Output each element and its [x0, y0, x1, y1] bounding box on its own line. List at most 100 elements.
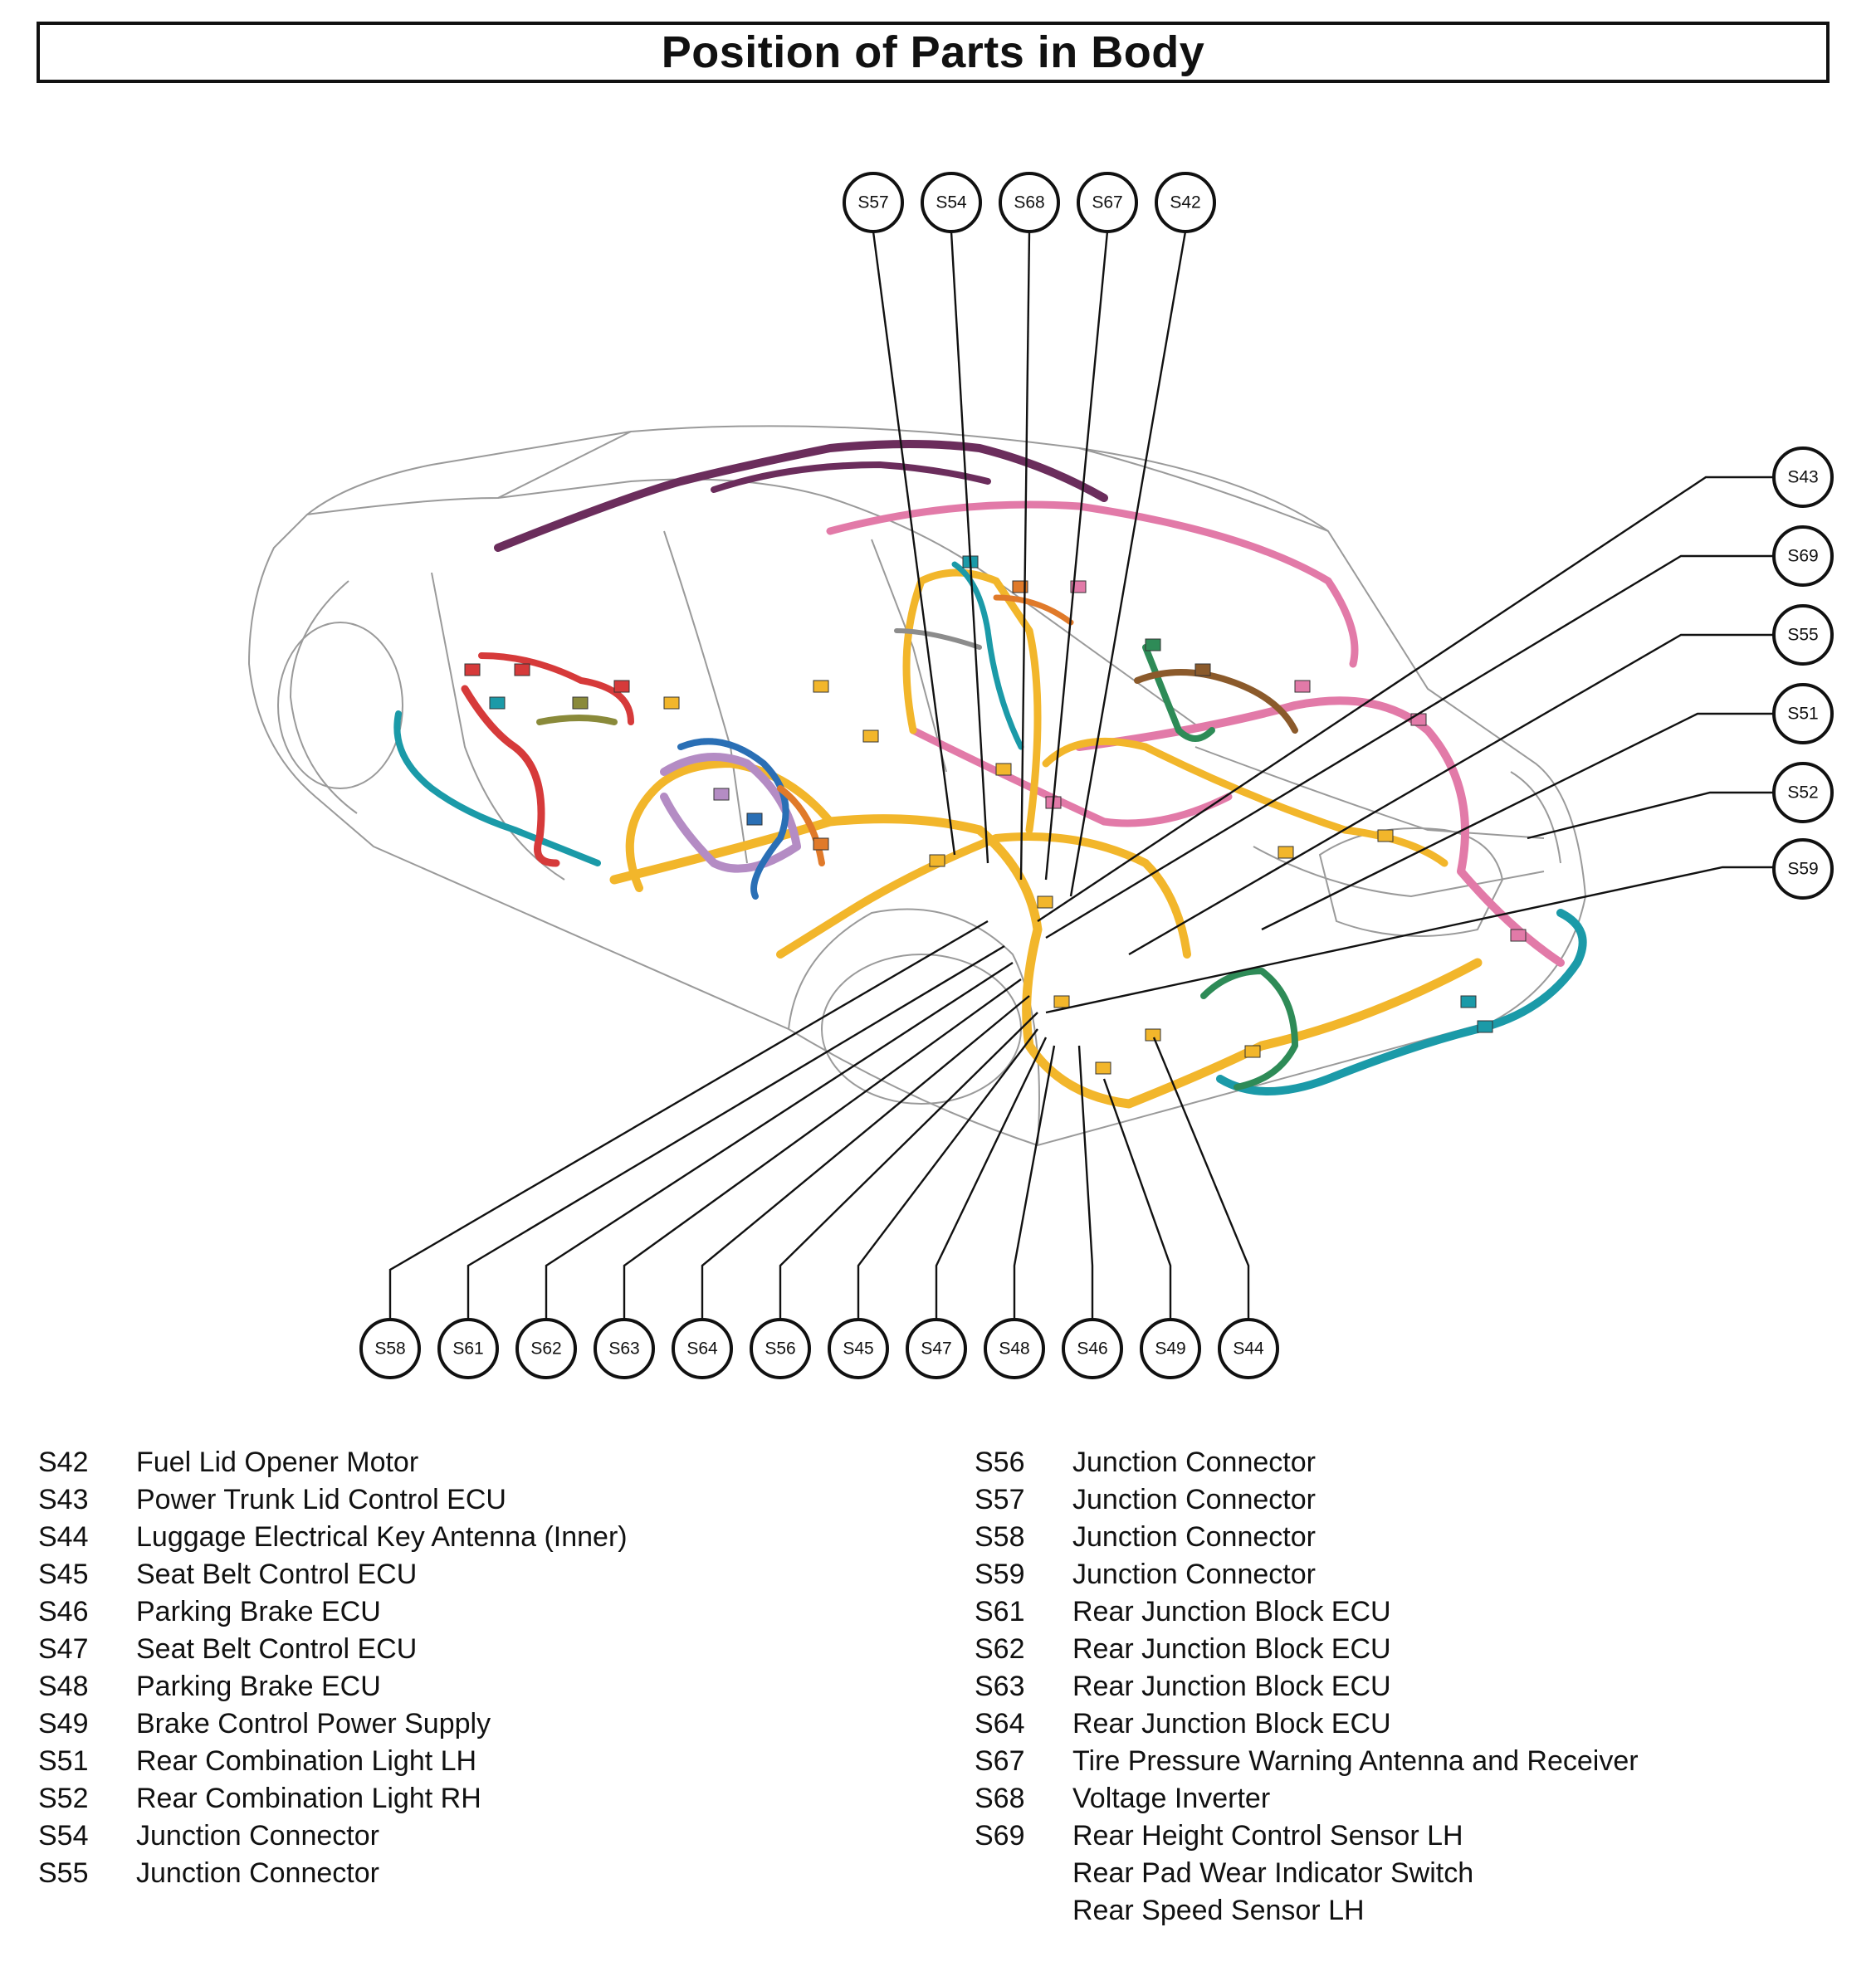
callout-s58: S58 — [359, 1318, 421, 1379]
legend-row: S49 Brake Control Power Supply — [38, 1705, 628, 1743]
callout-s59: S59 — [1772, 838, 1834, 900]
legend-desc: Rear Junction Block ECU — [1072, 1671, 1391, 1702]
legend-row: S61 Rear Junction Block ECU — [975, 1593, 1639, 1631]
callout-s54: S54 — [921, 172, 982, 233]
page-title: Position of Parts in Body — [661, 27, 1205, 77]
callout-s49: S49 — [1140, 1318, 1201, 1379]
harness-teal-trunk — [1216, 909, 1587, 1095]
legend-code: S49 — [38, 1708, 89, 1739]
legend-code: S57 — [975, 1484, 1025, 1515]
callout-s63: S63 — [594, 1318, 655, 1379]
callout-s67: S67 — [1077, 172, 1138, 233]
harness-yellow-front — [625, 759, 834, 892]
callout-s61: S61 — [437, 1318, 499, 1379]
svg-text:S44: S44 — [1233, 1339, 1264, 1359]
legend-row: Rear Speed Sensor LH — [975, 1892, 1639, 1930]
callout-s55: S55 — [1772, 604, 1834, 666]
legend-code: S68 — [975, 1783, 1025, 1814]
legend-code: S63 — [975, 1671, 1025, 1702]
legend-desc: Junction Connector — [1072, 1521, 1316, 1553]
legend-desc: Parking Brake ECU — [136, 1671, 381, 1702]
legend-code: S51 — [38, 1745, 89, 1777]
legend-code: S48 — [38, 1671, 89, 1702]
callout-s48: S48 — [984, 1318, 1045, 1379]
svg-text:S62: S62 — [530, 1339, 561, 1359]
legend-desc: Rear Height Control Sensor LH — [1072, 1820, 1463, 1852]
callout-s42: S42 — [1155, 172, 1216, 233]
legend-desc: Seat Belt Control ECU — [136, 1633, 418, 1665]
legend-desc: Rear Combination Light LH — [136, 1745, 477, 1777]
callout-s62: S62 — [515, 1318, 577, 1379]
leader-lines — [388, 231, 1776, 1325]
svg-text:S49: S49 — [1155, 1339, 1185, 1359]
svg-text:S51: S51 — [1787, 705, 1818, 724]
callout-s64: S64 — [672, 1318, 733, 1379]
svg-text:S68: S68 — [1014, 193, 1044, 212]
callout-s43: S43 — [1772, 446, 1834, 508]
legend-desc: Junction Connector — [1072, 1447, 1316, 1478]
harness-orange-door — [777, 785, 825, 866]
title-box: Position of Parts in Body — [37, 22, 1830, 83]
callout-s47: S47 — [906, 1318, 967, 1379]
legend-desc: Voltage Inverter — [1072, 1783, 1271, 1814]
harness-teal-pillar — [951, 561, 1024, 750]
harness-orange-pillar — [993, 594, 1074, 626]
harness-olive-door — [536, 715, 618, 725]
legend-desc: Rear Junction Block ECU — [1072, 1596, 1391, 1627]
svg-text:S48: S48 — [999, 1339, 1029, 1359]
legend-desc: Rear Junction Block ECU — [1072, 1708, 1391, 1739]
callout-s57: S57 — [843, 172, 904, 233]
callout-s44: S44 — [1218, 1318, 1279, 1379]
callout-s51: S51 — [1772, 683, 1834, 744]
svg-text:S57: S57 — [857, 193, 888, 212]
legend-code: S42 — [38, 1447, 89, 1478]
legend-row: S68 Voltage Inverter — [975, 1780, 1639, 1818]
legend-desc: Brake Control Power Supply — [136, 1708, 491, 1739]
svg-text:S69: S69 — [1787, 547, 1818, 566]
legend-code: S45 — [38, 1559, 89, 1590]
harness-grey-pillar — [894, 628, 982, 650]
harness-pink-roof — [826, 500, 1359, 668]
svg-text:S42: S42 — [1170, 193, 1200, 212]
callout-s46: S46 — [1062, 1318, 1123, 1379]
legend-desc: Tire Pressure Warning Antenna and Receiv… — [1072, 1745, 1639, 1777]
legend-code: S47 — [38, 1633, 89, 1665]
svg-text:S54: S54 — [936, 193, 967, 212]
harness-green-trunk — [1200, 968, 1298, 1091]
legend-row: S67 Tire Pressure Warning Antenna and Rec… — [975, 1743, 1639, 1780]
svg-text:S52: S52 — [1787, 783, 1818, 803]
legend-code: S56 — [975, 1447, 1025, 1478]
legend-code: S67 — [975, 1745, 1025, 1777]
legend-code: S61 — [975, 1596, 1025, 1627]
callout-s68: S68 — [999, 172, 1060, 233]
svg-text:S67: S67 — [1092, 193, 1122, 212]
callouts-bottom: S58 S61 S62 S63 S64 S56 S45 S47 S48 S46 … — [359, 1318, 1279, 1379]
harness-yellow-floor — [776, 832, 1191, 959]
legend-code: S59 — [975, 1559, 1025, 1590]
legend-code — [975, 1855, 1072, 1892]
harness-blue-door — [677, 738, 789, 900]
legend-code: S52 — [38, 1783, 89, 1814]
svg-text:S43: S43 — [1787, 468, 1818, 487]
legend-code: S58 — [975, 1521, 1025, 1553]
legend-code: S54 — [38, 1820, 89, 1852]
car-body-diagram: S57 S54 S68 S67 S42 S43 S69 S55 S51 S52 … — [247, 172, 1834, 1379]
legend-row: S47 Seat Belt Control ECU — [38, 1631, 628, 1668]
callout-s52: S52 — [1772, 762, 1834, 823]
harness-yellow-b — [902, 568, 1042, 834]
harness-brown-seat — [1134, 669, 1298, 734]
legend-row: S58 Junction Connector — [975, 1519, 1639, 1556]
svg-text:S61: S61 — [452, 1339, 483, 1359]
harness-teal-door — [393, 710, 601, 866]
svg-text:S46: S46 — [1077, 1339, 1107, 1359]
